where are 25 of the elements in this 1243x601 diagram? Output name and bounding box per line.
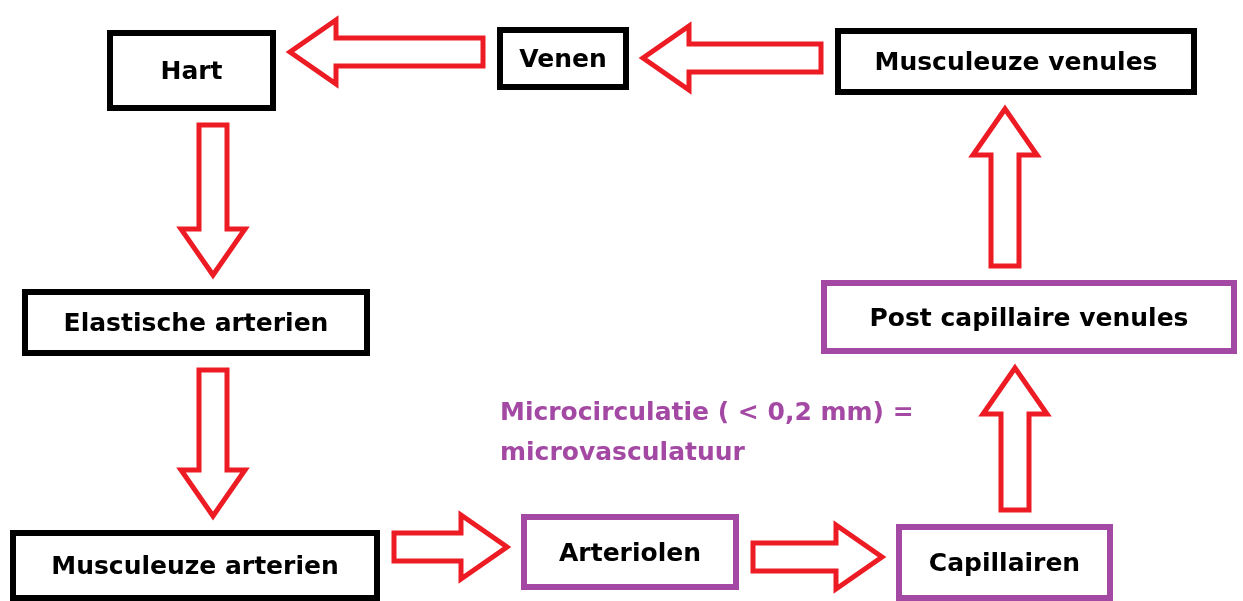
box-label: Venen bbox=[519, 44, 607, 73]
block-arrow bbox=[750, 520, 887, 594]
block-arrow bbox=[968, 104, 1042, 269]
process-box bbox=[10, 530, 380, 601]
block-arrow bbox=[285, 15, 486, 89]
box-label: Post capillaire venules bbox=[869, 302, 1189, 332]
box-label: Hart bbox=[160, 56, 223, 85]
process-box bbox=[107, 30, 276, 111]
box-label: Musculeuze arterien bbox=[51, 551, 339, 580]
process-box bbox=[497, 27, 629, 90]
block-arrow bbox=[638, 21, 824, 95]
box-label: Arteriolen bbox=[559, 537, 701, 567]
process-box bbox=[896, 524, 1113, 601]
box-label: Musculeuze venules bbox=[874, 47, 1158, 76]
box-label: Capillairen bbox=[928, 548, 1081, 577]
box-label: Elastische arterien bbox=[63, 308, 329, 337]
block-arrow bbox=[391, 510, 512, 584]
block-arrow bbox=[176, 122, 250, 280]
process-box bbox=[22, 289, 370, 356]
note-text: Microcirculatie ( < 0,2 mm) = microvasculatuur bbox=[500, 396, 915, 468]
process-box bbox=[821, 280, 1237, 354]
process-box bbox=[835, 28, 1197, 95]
process-box bbox=[521, 514, 739, 590]
block-arrow bbox=[176, 367, 250, 521]
block-arrow bbox=[978, 363, 1052, 513]
